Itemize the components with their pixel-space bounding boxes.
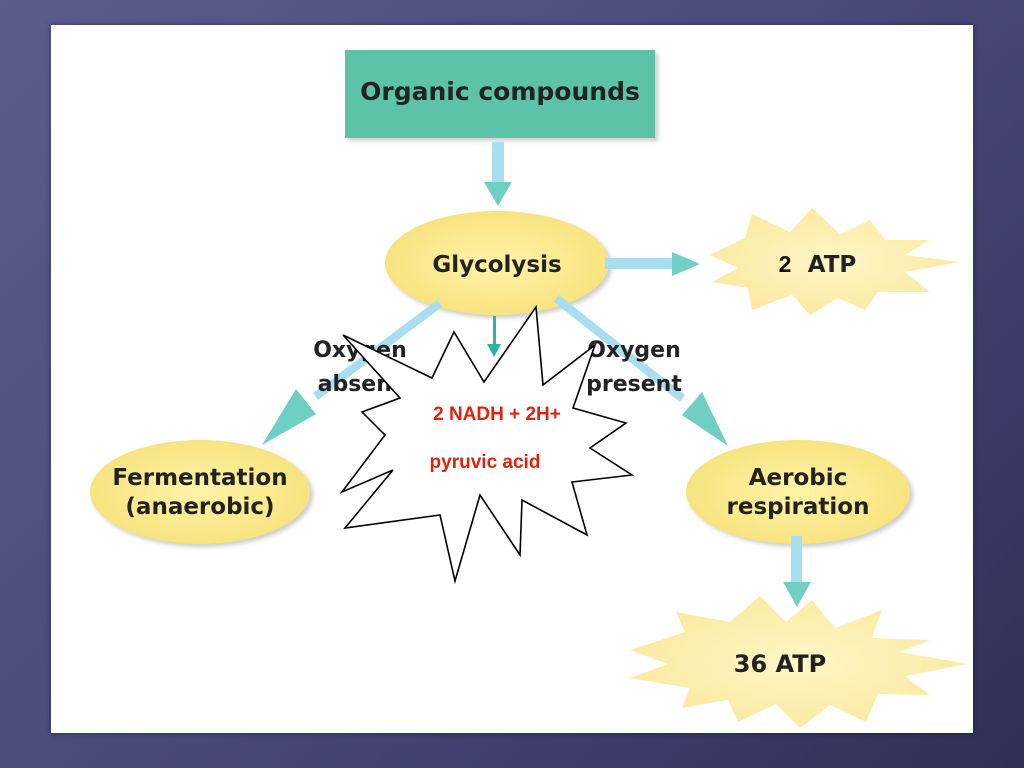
arrow-to-36-atp xyxy=(783,536,811,607)
arrow-to-glycolysis xyxy=(484,142,512,206)
atp-36-starburst xyxy=(630,596,968,728)
arrow-to-aerobic xyxy=(554,295,728,446)
burst-line-pyruvic: pyruvic acid xyxy=(430,452,541,473)
atp-2-unit: ATP xyxy=(808,252,857,278)
arrow-to-fermentation xyxy=(262,300,442,445)
arrow-center-down xyxy=(487,316,501,357)
organic-compounds-box xyxy=(345,50,655,138)
glycolysis-label: Glycolysis xyxy=(432,252,561,278)
aerobic-label-line1: Aerobic xyxy=(749,465,848,491)
organic-compounds-label: Organic compounds xyxy=(360,77,640,106)
arrow-to-2-atp xyxy=(605,252,700,276)
fermentation-node xyxy=(90,440,310,544)
glycolysis-node xyxy=(385,211,609,315)
oxygen-present-label-line2: present xyxy=(586,372,682,397)
fermentation-label-line1: Fermentation xyxy=(112,465,287,491)
atp-36-label: 36 ATP xyxy=(734,650,826,678)
nadh-pyruvate-burst xyxy=(339,304,635,585)
aerobic-label-line2: respiration xyxy=(727,494,870,520)
aerobic-respiration-node xyxy=(686,440,910,544)
atp-2-number: 2 xyxy=(779,251,792,277)
atp-2-starburst xyxy=(710,208,960,315)
oxygen-present-label-line1: Oxygen xyxy=(587,338,681,363)
burst-line-nadh: 2 NADH + 2H+ xyxy=(433,404,561,425)
fermentation-label-line2: (anaerobic) xyxy=(125,494,274,520)
